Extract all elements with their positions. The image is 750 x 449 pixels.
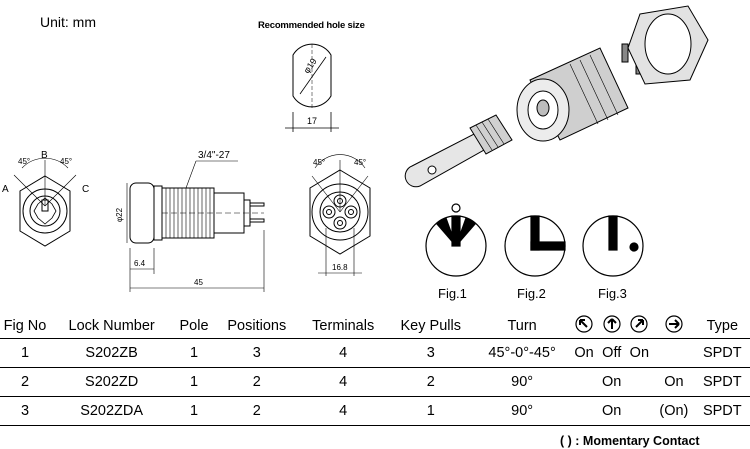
rear-width-label: 16.8 <box>332 263 348 272</box>
cell-dir-3: On <box>625 338 654 368</box>
table-row: 3 S202ZDA 1 2 4 1 90° On (On) SPDT <box>0 396 750 426</box>
arrow-up-left-icon <box>575 315 593 333</box>
cell-terminals: 4 <box>298 396 388 426</box>
front-label-a: A <box>2 184 9 195</box>
cell-fig: 2 <box>0 367 50 397</box>
cell-positions: 2 <box>214 367 299 397</box>
unit-label: Unit: mm <box>40 14 96 30</box>
cell-pole: 1 <box>173 338 215 368</box>
header-direction-up <box>597 314 626 339</box>
cell-positions: 3 <box>214 338 299 368</box>
cell-dir-2: On <box>597 396 626 426</box>
front-angle-right: 45° <box>60 157 72 166</box>
header-key-pulls: Key Pulls <box>387 314 474 339</box>
diameter-label: φ22 <box>115 207 124 222</box>
front-view-drawing <box>13 158 77 247</box>
header-direction-up-left <box>570 314 598 339</box>
table-row: 2 S202ZD 1 2 4 2 90° On On SPDT <box>0 367 750 397</box>
length-label: 45 <box>194 278 203 287</box>
cell-key-pulls: 3 <box>387 338 474 368</box>
front-label-b: B <box>41 150 48 161</box>
hole-width-label: 17 <box>307 116 317 126</box>
cell-fig: 1 <box>0 338 50 368</box>
momentary-contact-note: ( ) : Momentary Contact <box>560 434 700 448</box>
cell-lock-number: S202ZD <box>50 367 174 397</box>
cell-dir-4: On <box>653 367 695 397</box>
fig-3-label: Fig.3 <box>598 286 627 301</box>
side-view-drawing <box>126 160 265 292</box>
header-terminals: Terminals <box>298 314 388 339</box>
thread-label: 3/4"-27 <box>198 150 230 161</box>
cell-lock-number: S202ZDA <box>50 396 174 426</box>
hex-nut-illustration <box>627 5 709 85</box>
cell-type: SPDT <box>694 338 750 368</box>
cell-dir-4 <box>653 338 695 368</box>
rear-view-drawing <box>309 154 371 276</box>
key-illustration <box>404 114 513 188</box>
header-positions: Positions <box>214 314 299 339</box>
cell-positions: 2 <box>214 396 299 426</box>
recommended-hole-drawing <box>285 43 339 132</box>
position-figure-1 <box>425 203 487 277</box>
cell-turn: 90° <box>473 367 571 397</box>
arrow-up-right-icon <box>630 315 648 333</box>
arrow-right-icon <box>665 315 683 333</box>
specification-table: Fig No Lock Number Pole Positions Termin… <box>0 314 750 426</box>
cell-dir-1 <box>570 396 598 426</box>
cell-dir-3 <box>625 367 654 397</box>
hole-size-label: Recommended hole size <box>258 20 365 31</box>
position-figure-3 <box>582 215 644 277</box>
rear-angle-left: 45° <box>313 158 325 167</box>
cell-dir-1 <box>570 367 598 397</box>
cell-pole: 1 <box>173 367 215 397</box>
cell-terminals: 4 <box>298 367 388 397</box>
cell-terminals: 4 <box>298 338 388 368</box>
cell-lock-number: S202ZB <box>50 338 174 368</box>
header-lock-number: Lock Number <box>50 314 174 339</box>
rear-angle-right: 45° <box>354 158 366 167</box>
header-direction-up-right <box>625 314 654 339</box>
front-angle-left: 45° <box>18 157 30 166</box>
cell-dir-1: On <box>570 338 598 368</box>
header-pole: Pole <box>173 314 215 339</box>
cell-type: SPDT <box>694 367 750 397</box>
cell-key-pulls: 2 <box>387 367 474 397</box>
technical-drawings: φ19 17 A B C 45° 45° 3/4"-27 φ22 6.4 45 … <box>2 5 709 301</box>
cell-turn: 90° <box>473 396 571 426</box>
table-row: 1 S202ZB 1 3 4 3 45°-0°-45° On Off On SP… <box>0 338 750 368</box>
lock-body-illustration <box>516 43 643 142</box>
fig-2-label: Fig.2 <box>517 286 546 301</box>
header-turn: Turn <box>473 314 571 339</box>
cell-fig: 3 <box>0 396 50 426</box>
hole-diameter-label: φ19 <box>301 56 318 75</box>
cell-pole: 1 <box>173 396 215 426</box>
cell-dir-2: On <box>597 367 626 397</box>
cell-dir-3 <box>625 396 654 426</box>
cell-dir-2: Off <box>597 338 626 368</box>
cell-type: SPDT <box>694 396 750 426</box>
cell-dir-4: (On) <box>653 396 695 426</box>
table-header-row: Fig No Lock Number Pole Positions Termin… <box>0 314 750 339</box>
cell-turn: 45°-0°-45° <box>473 338 571 368</box>
flange-label: 6.4 <box>134 259 146 268</box>
fig-1-label: Fig.1 <box>438 286 467 301</box>
arrow-up-icon <box>603 315 621 333</box>
cell-key-pulls: 1 <box>387 396 474 426</box>
position-figure-2 <box>504 215 566 277</box>
product-illustration <box>404 5 709 188</box>
header-type: Type <box>694 314 750 339</box>
front-label-c: C <box>82 184 89 195</box>
header-fig-no: Fig No <box>0 314 50 339</box>
header-direction-right <box>653 314 695 339</box>
